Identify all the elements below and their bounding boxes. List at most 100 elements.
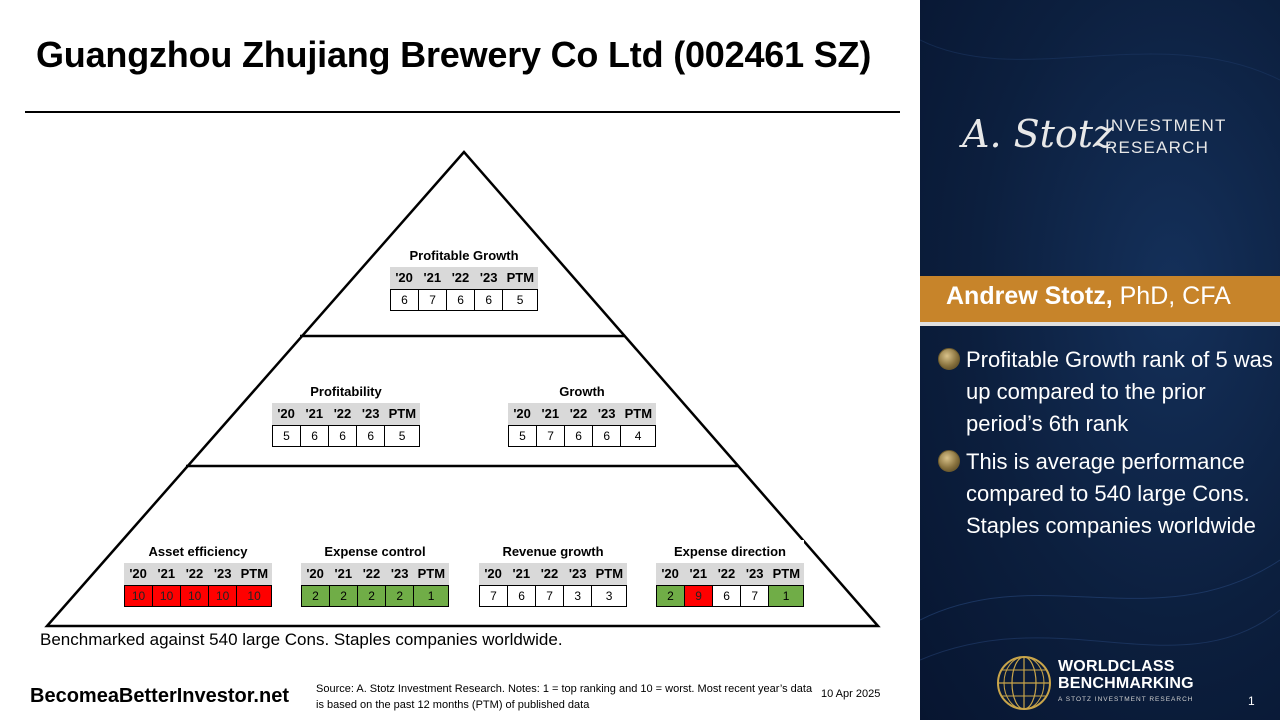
rank-cell: 6 [301, 426, 330, 446]
year-label: PTM [240, 566, 269, 581]
year-label: '21 [305, 406, 324, 421]
year-label: PTM [595, 566, 624, 581]
author-band-rule [920, 322, 1280, 326]
rank-cell: 10 [125, 586, 154, 606]
rank-cell: 6 [593, 426, 622, 446]
bullet-item: Profitable Growth rank of 5 was up compa… [938, 344, 1273, 440]
bullet-text: This is average performance compared to … [966, 449, 1256, 538]
benchmark-note: Benchmarked against 540 large Cons. Stap… [40, 630, 563, 649]
year-label: '22 [717, 566, 736, 581]
insight-bullets: Profitable Growth rank of 5 was up compa… [938, 344, 1273, 548]
rank-cell: 2 [358, 586, 387, 606]
background-curves [920, 39, 1280, 661]
author-name: Andrew Stotz, PhD, CFA [946, 282, 1231, 311]
rank-cell: 5 [503, 290, 537, 310]
rank-cell: 1 [769, 586, 803, 606]
sidebar-panel: A. Stotz INVESTMENT RESEARCH Andrew Stot… [920, 0, 1280, 720]
rank-cell: 6 [357, 426, 386, 446]
box-title: Profitable Growth [390, 244, 538, 267]
year-label: '21 [512, 566, 531, 581]
year-label: PTM [772, 566, 801, 581]
rank-cell: 10 [209, 586, 238, 606]
pyramid-outline [44, 150, 881, 628]
year-label: '22 [540, 566, 559, 581]
year-label: PTM [624, 406, 653, 421]
year-label: '23 [361, 406, 380, 421]
rank-cell: 7 [536, 586, 565, 606]
rank-cell: 7 [741, 586, 770, 606]
bullet-text: Profitable Growth rank of 5 was up compa… [966, 347, 1273, 436]
worldclass-logo-text: WORLDCLASS BENCHMARKING [1058, 658, 1194, 692]
year-label: '23 [597, 406, 616, 421]
rank-cell: 6 [329, 426, 358, 446]
rank-cell: 6 [447, 290, 476, 310]
footer-website: BecomeaBetterInvestor.net [30, 685, 289, 707]
author-credentials: PhD, CFA [1112, 282, 1231, 310]
footer-source-note: Source: A. Stotz Investment Research. No… [316, 683, 813, 711]
slide-title: Guangzhou Zhujiang Brewery Co Ltd (00246… [36, 34, 872, 75]
rank-cell: 6 [508, 586, 537, 606]
logo-line-2: RESEARCH [1105, 138, 1210, 157]
rank-cell: 10 [237, 586, 271, 606]
year-label: '21 [689, 566, 708, 581]
rank-cell: 9 [685, 586, 714, 606]
page-number: 1 [1248, 694, 1255, 708]
slide-main: Guangzhou Zhujiang Brewery Co Ltd (00246… [25, 34, 900, 711]
author-name-bold: Andrew Stotz, [946, 282, 1113, 310]
box-title: Expense control [301, 540, 449, 563]
rank-cell: 7 [419, 290, 448, 310]
wc-line-1: WORLDCLASS [1058, 658, 1175, 675]
author-band [920, 276, 1280, 322]
year-label: '20 [484, 566, 502, 581]
box-title: Revenue growth [479, 540, 627, 563]
box-title: Growth [508, 380, 656, 403]
year-label: PTM [388, 406, 417, 421]
worldclass-subtitle: A STOTZ INVESTMENT RESEARCH [1058, 696, 1194, 703]
year-label: '23 [479, 270, 498, 285]
rank-cell: 2 [330, 586, 359, 606]
rank-cell: 5 [273, 426, 302, 446]
stotz-logo-script: A. Stotz [962, 112, 1114, 156]
rank-cell: 1 [414, 586, 448, 606]
year-label: '20 [129, 566, 147, 581]
bullet-globe-icon [938, 348, 960, 370]
rank-cell: 3 [592, 586, 626, 606]
rank-cell: 2 [302, 586, 331, 606]
year-label: '20 [395, 270, 413, 285]
rank-cell: 10 [181, 586, 210, 606]
rank-cell: 5 [385, 426, 419, 446]
wc-line-2: BENCHMARKING [1058, 675, 1194, 692]
year-label: '22 [185, 566, 204, 581]
title-divider [25, 111, 900, 113]
year-label: '22 [333, 406, 352, 421]
stotz-logo-text: INVESTMENT RESEARCH [1105, 115, 1227, 159]
year-label: '21 [334, 566, 353, 581]
logo-line-1: INVESTMENT [1105, 116, 1227, 135]
rank-cell: 6 [391, 290, 420, 310]
year-label: '23 [390, 566, 409, 581]
rank-cell: 7 [480, 586, 509, 606]
rank-cell: 3 [564, 586, 593, 606]
year-label: PTM [506, 270, 535, 285]
year-label: '20 [277, 406, 295, 421]
worldclass-globe-icon [997, 656, 1051, 710]
year-label: '20 [661, 566, 679, 581]
rank-cell: 5 [509, 426, 538, 446]
rank-cell: 6 [713, 586, 742, 606]
